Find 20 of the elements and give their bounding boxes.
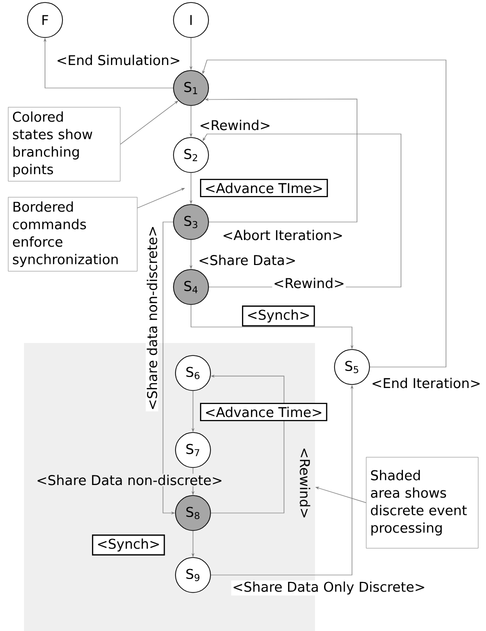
command-box: <Synch> — [92, 534, 165, 556]
command-box: <Advance Time> — [200, 402, 328, 422]
edge-label: <Share Data> — [197, 254, 298, 266]
leader-line — [137, 188, 185, 208]
edge-label: <Rewind> — [272, 276, 346, 290]
note-box: Bordered commands enforce synchronization — [8, 197, 138, 272]
note-box: Shaded area shows discrete event processing — [366, 457, 478, 548]
edge-label: <End Simulation> — [55, 54, 182, 66]
edge-label: <Rewind> — [298, 446, 312, 520]
edge-label: <End Iteration> — [370, 376, 482, 390]
edge-label: <Share Data Only Discrete> — [231, 580, 427, 596]
arrow — [210, 374, 284, 514]
note-box: Colored states show branching points — [8, 107, 120, 182]
command-box: <Advance TIme> — [200, 178, 328, 198]
edge-label: <Share data non-discrete> — [146, 224, 158, 412]
edge-label: <Share Data non-discrete> — [35, 474, 224, 486]
arrow — [202, 60, 446, 368]
command-box: <Synch> — [242, 306, 315, 326]
edge-label: <Abort Iteration> — [221, 228, 344, 242]
edge-label: <Rewind> — [198, 118, 272, 132]
